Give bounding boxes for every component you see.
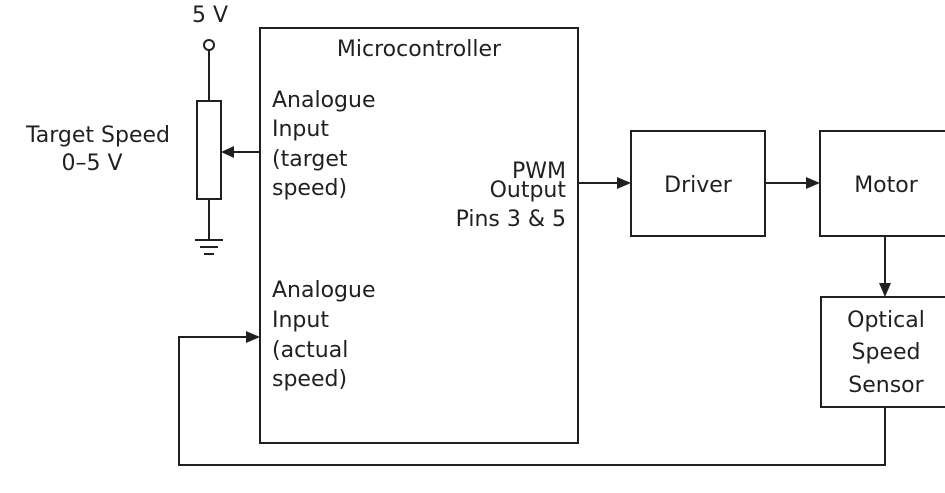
input-actual-line-2: Input bbox=[272, 308, 329, 333]
target-speed-label: Target Speed bbox=[25, 123, 170, 148]
input-actual-line-3: (actual bbox=[272, 338, 348, 363]
ground-icon bbox=[195, 239, 223, 255]
input-target-line-1: Analogue bbox=[272, 88, 376, 113]
wiper-arrow-icon bbox=[221, 146, 234, 158]
microcontroller-box bbox=[259, 27, 579, 444]
driver-label: Driver bbox=[664, 173, 733, 198]
driver-box bbox=[630, 130, 766, 237]
sensor-line-2: Speed bbox=[852, 340, 921, 365]
output-line-1: PWM bbox=[512, 159, 566, 184]
driver-motor-arrow-icon bbox=[806, 177, 820, 189]
feedback-wire bbox=[178, 336, 886, 466]
potentiometer bbox=[196, 100, 222, 200]
pwm-arrow-icon bbox=[617, 177, 631, 189]
input-actual-line-4: speed) bbox=[272, 367, 347, 392]
sensor-line-1: Optical bbox=[847, 308, 925, 333]
input-target-line-2: Input bbox=[272, 117, 329, 142]
feedback-arrow-icon bbox=[246, 331, 260, 343]
output-line-2: Output bbox=[490, 178, 567, 203]
target-speed-range: 0–5 V bbox=[61, 151, 122, 176]
input-target-line-3: (target bbox=[272, 147, 348, 172]
motor-box bbox=[819, 130, 945, 237]
sensor-box bbox=[820, 296, 945, 408]
input-target-line-4: speed) bbox=[272, 176, 347, 201]
microcontroller-title: Microcontroller bbox=[337, 37, 502, 62]
input-actual-line-1: Analogue bbox=[272, 278, 376, 303]
motor-sensor-arrow-icon bbox=[879, 283, 891, 297]
output-line-3: Pins 3 & 5 bbox=[456, 207, 566, 232]
sensor-line-3: Sensor bbox=[848, 373, 924, 398]
motor-label: Motor bbox=[854, 173, 919, 198]
supply-label: 5 V bbox=[192, 3, 228, 28]
supply-terminal bbox=[203, 39, 215, 51]
